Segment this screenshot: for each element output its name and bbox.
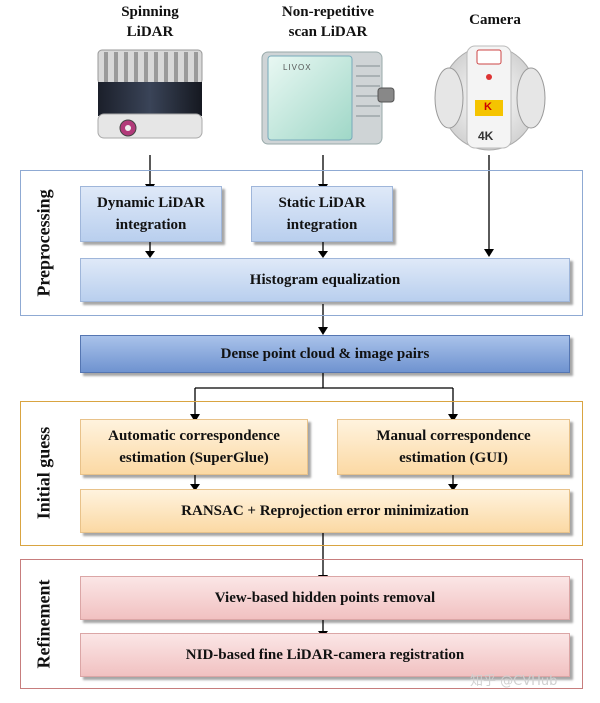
camera-title: Camera (469, 12, 521, 28)
nid-registration-box: NID-based fine LiDAR-camera registration (80, 633, 570, 677)
automatic-correspondence-box: Automatic correspondence estimation (Sup… (80, 419, 308, 475)
spinning-lidar-title: Spinning LiDAR (121, 4, 179, 40)
preprocessing-group (20, 170, 583, 316)
histogram-equalization-box: Histogram equalization (80, 258, 570, 302)
camera-image (434, 45, 546, 151)
refinement-group (20, 559, 583, 689)
dense-point-cloud-box: Dense point cloud & image pairs (80, 335, 570, 373)
livox-brand-text: LIVOX (283, 63, 312, 72)
manual-correspondence-box: Manual correspondence estimation (GUI) (337, 419, 570, 475)
kodak-brand-text: K (484, 101, 492, 113)
watermark-text: 知乎 @CVHub (470, 674, 558, 689)
static-lidar-integration-box: Static LiDAR integration (251, 186, 393, 242)
dynamic-lidar-integration-box: Dynamic LiDAR integration (80, 186, 222, 242)
initial-guess-group (20, 401, 583, 546)
livox-lidar-image (261, 51, 395, 145)
ransac-box: RANSAC + Reprojection error minimization (80, 489, 570, 533)
initial-guess-label: Initial guess (33, 426, 54, 520)
nonrep-lidar-title: Non-repetitive scan LiDAR (281, 4, 375, 40)
camera-4k-text: 4K (478, 129, 494, 143)
hidden-points-removal-box: View-based hidden points removal (80, 576, 570, 620)
spinning-lidar-image (97, 49, 203, 139)
refinement-label: Refinement (33, 579, 54, 669)
preprocessing-label: Preprocessing (33, 189, 54, 297)
